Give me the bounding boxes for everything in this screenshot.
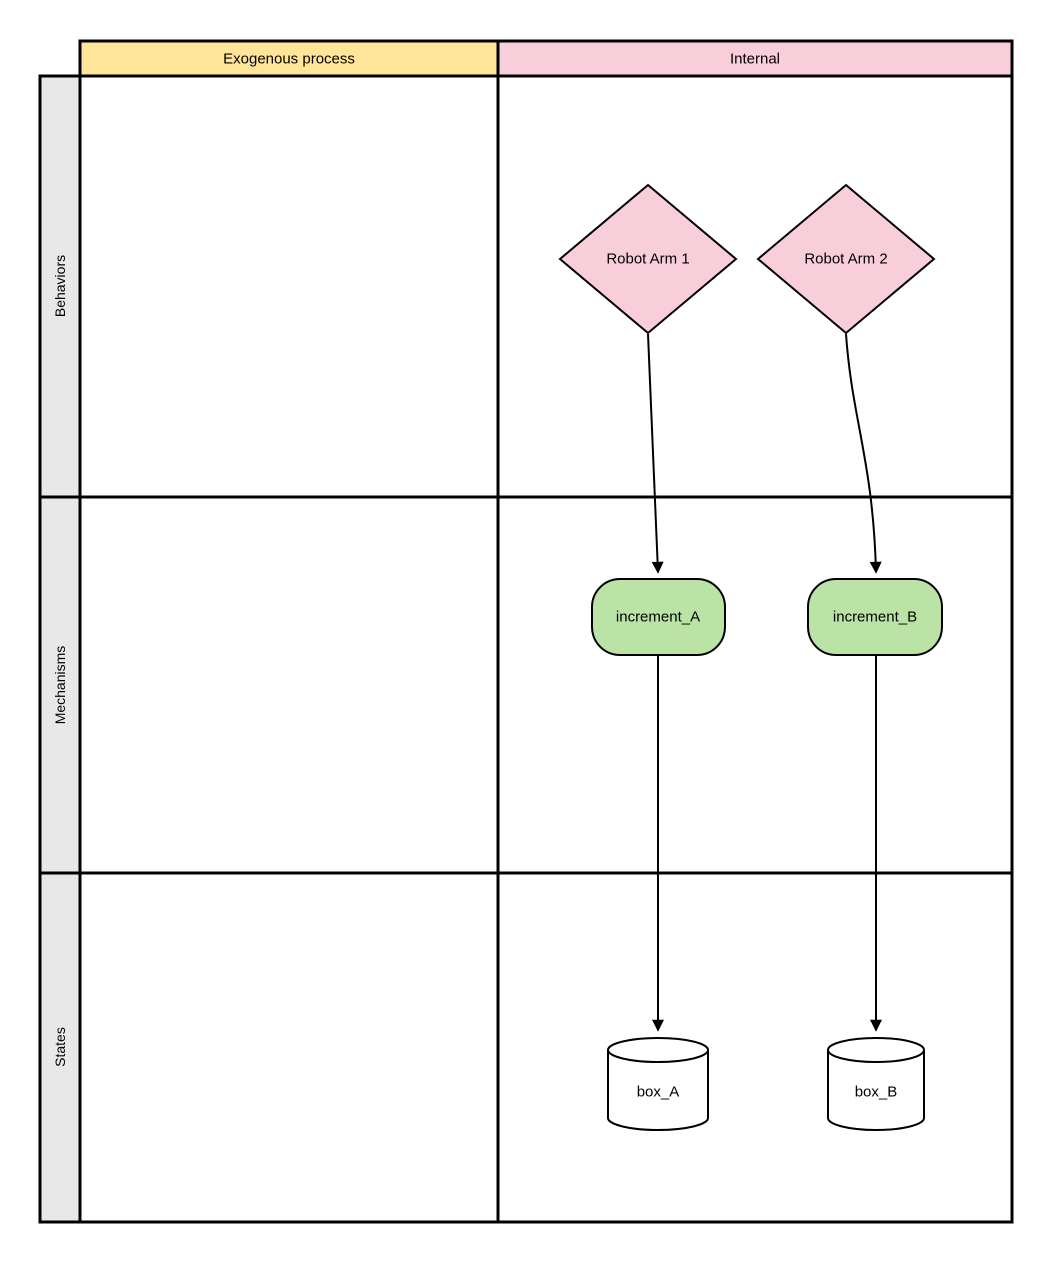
- lane-cells: [78, 74, 1014, 1224]
- cell-behaviors-exogenous: [78, 74, 500, 499]
- node-robot-arm-1[interactable]: [558, 183, 738, 335]
- mechanism-nodes: [591, 578, 943, 656]
- node-box-a-label: box_A: [637, 1084, 680, 1101]
- behavior-nodes: [558, 183, 936, 335]
- column-header-internal-label: Internal: [730, 51, 780, 68]
- row-header-states: [38, 871, 82, 1224]
- cell-states-exogenous: [78, 871, 500, 1224]
- column-header-exogenous-process-label: Exogenous process: [223, 51, 355, 68]
- state-nodes: [607, 1037, 925, 1131]
- node-box-b[interactable]: [827, 1037, 925, 1131]
- edge-robot-arm-1-to-increment-a[interactable]: [647, 333, 664, 574]
- row-header-states-label: States: [52, 1027, 68, 1067]
- node-increment-b-label: increment_B: [833, 609, 917, 626]
- row-header-mechanisms-label: Mechanisms: [52, 646, 68, 725]
- node-robot-arm-2-label: Robot Arm 2: [804, 251, 887, 268]
- cell-mechanisms-exogenous: [78, 495, 500, 875]
- node-increment-a[interactable]: [591, 578, 726, 656]
- row-header-behaviors-label: Behaviors: [52, 255, 68, 317]
- edge-robot-arm-2-to-increment-b[interactable]: [845, 333, 882, 574]
- cell-mechanisms-internal: [496, 495, 1014, 875]
- row-header-labels: Behaviors Mechanisms States: [52, 255, 68, 1067]
- row-header-mechanisms: [38, 495, 82, 875]
- node-robot-arm-2[interactable]: [756, 183, 936, 335]
- node-increment-b[interactable]: [807, 578, 943, 656]
- cell-behaviors-internal: [496, 74, 1014, 499]
- node-box-a[interactable]: [607, 1037, 709, 1131]
- node-robot-arm-1-label: Robot Arm 1: [606, 251, 689, 268]
- column-headers: Exogenous process Internal: [78, 39, 1014, 78]
- node-increment-a-label: increment_A: [616, 609, 700, 626]
- row-headers: [38, 74, 82, 1224]
- cell-states-internal: [496, 871, 1014, 1224]
- edges: [647, 333, 882, 1032]
- node-box-b-label: box_B: [855, 1084, 898, 1101]
